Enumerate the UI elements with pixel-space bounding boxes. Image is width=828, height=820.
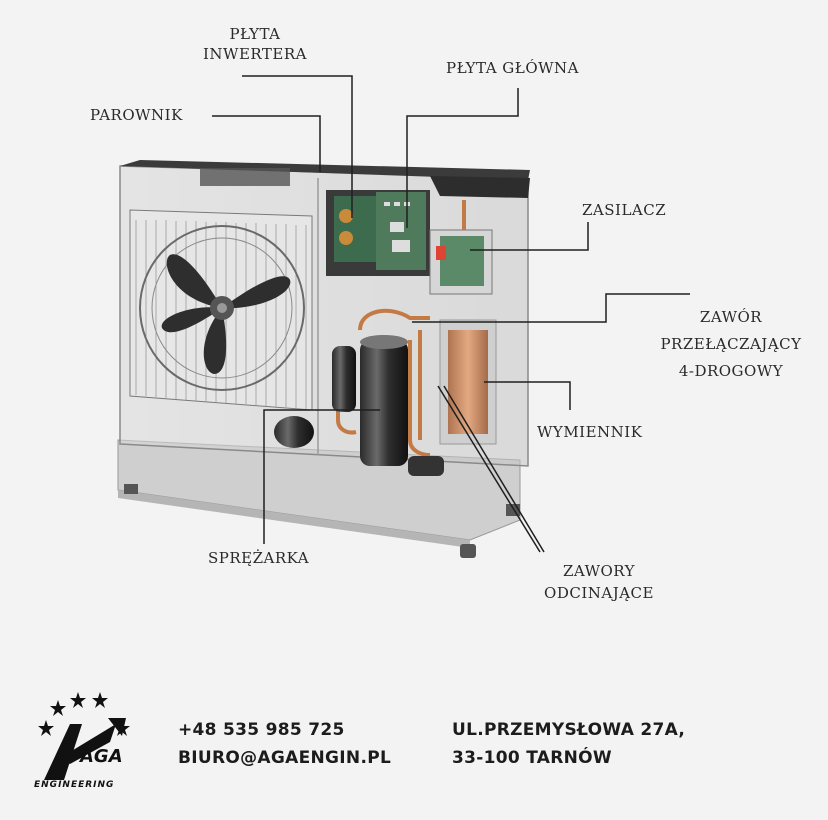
label-zawor-przelaczajacy: ZAWÓR PRZEŁĄCZAJĄCY 4-DROGOWY [646, 304, 816, 385]
star-icon [38, 692, 130, 736]
label-zawor-line1: ZAWÓR [646, 304, 816, 331]
label-zawory-line1: ZAWORY [524, 560, 674, 582]
logo-mark [30, 684, 140, 794]
label-sprezarka: SPRĘŻARKA [208, 548, 309, 568]
company-logo: AGA ENGINEERING [30, 684, 140, 794]
label-zawory-odcinajace: ZAWORY ODCINAJĄCE [524, 560, 674, 604]
label-zawor-line3: 4-DROGOWY [646, 358, 816, 385]
label-plyta-inwertera: PŁYTA INWERTERA [194, 24, 316, 64]
heat-pump-diagram: PŁYTA INWERTERA PŁYTA GŁÓWNA PAROWNIK ZA… [0, 0, 828, 640]
logo-subtext: ENGINEERING [34, 780, 114, 790]
label-plyta-inwertera-line1: PŁYTA [194, 24, 316, 44]
footer: AGA ENGINEERING +48 535 985 725 BIURO@AG… [0, 660, 828, 820]
contact-phone[interactable]: +48 535 985 725 [178, 720, 345, 740]
label-wymiennik: WYMIENNIK [537, 422, 642, 442]
contact-address-line2: 33-100 TARNÓW [452, 748, 612, 768]
contact-email[interactable]: BIURO@AGAENGIN.PL [178, 748, 391, 768]
logo-text: AGA [80, 746, 123, 767]
label-parownik: PAROWNIK [90, 105, 183, 125]
label-zawor-line2: PRZEŁĄCZAJĄCY [646, 331, 816, 358]
contact-address-line1: UL.PRZEMYSŁOWA 27A, [452, 720, 685, 740]
label-plyta-glowna: PŁYTA GŁÓWNA [446, 58, 579, 78]
label-plyta-inwertera-line2: INWERTERA [194, 44, 316, 64]
label-zawory-line2: ODCINAJĄCE [524, 582, 674, 604]
label-zasilacz: ZASILACZ [582, 200, 666, 220]
